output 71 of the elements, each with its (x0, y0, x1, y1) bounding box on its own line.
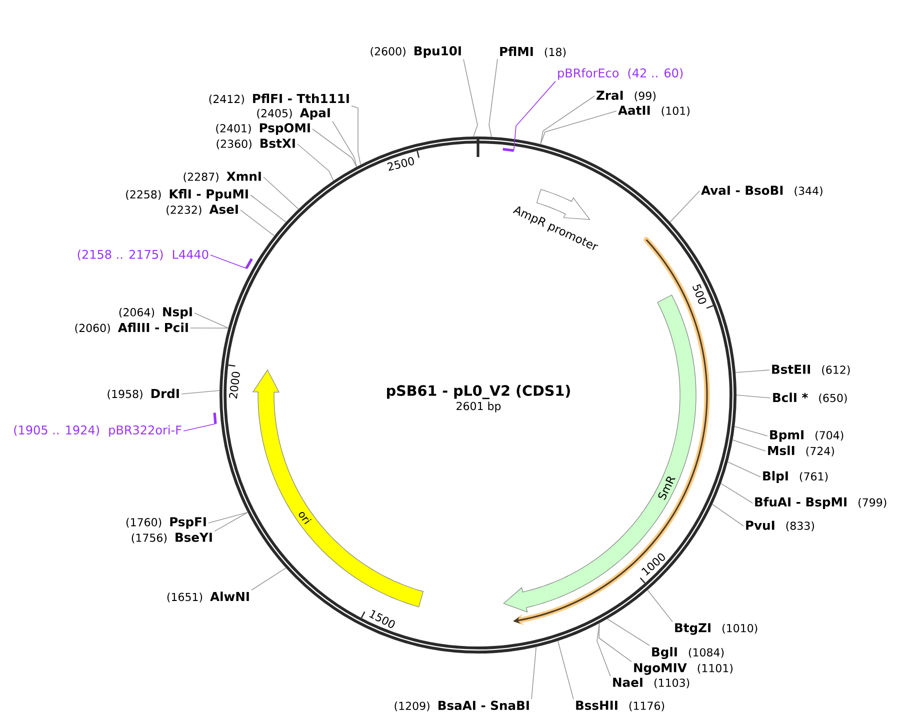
leader-line (181, 390, 220, 394)
leader-line (513, 80, 556, 151)
enzyme-site-label: BglI (1084) (652, 647, 724, 659)
enzyme-site-label: BfuAI - BspMI (799) (755, 497, 886, 509)
leader-line (463, 58, 478, 137)
enzyme-site-label: ZraI (99) (596, 90, 656, 102)
enzyme-site-label: NaeI (1103) (613, 678, 690, 688)
enzyme-site-label: (2401) PspOMI (216, 123, 310, 135)
enzyme-site-label: (2060) AflIII - PciI (75, 322, 188, 334)
enzyme-site-label: (2064) NspI (119, 307, 192, 319)
enzyme-site-label: NgoMIV (1101) (634, 663, 732, 675)
leader-line (735, 370, 770, 373)
leader-line (720, 483, 753, 504)
enzyme-site-label: (2405) ApaI (257, 108, 330, 120)
leader-line (194, 312, 229, 328)
enzyme-site-label: (2258) KflI - PpuMI (126, 189, 248, 201)
enzyme-site-label: PflMI (18) (500, 46, 566, 58)
enzyme-site-label: (1958) DrdI (108, 388, 179, 400)
enzyme-site-label: AvaI - BsoBI (344) (701, 186, 822, 196)
enzyme-site-label: (1760) PspFI (126, 517, 206, 529)
primer-label: pBRforEco (42 .. 60) (558, 68, 683, 80)
enzyme-site-label: AatII (101) (618, 106, 690, 116)
leader-line (332, 120, 358, 168)
enzyme-site-label: BclI * (650) (773, 392, 847, 404)
primer-site-mark (502, 148, 514, 152)
enzyme-site-label: (1209) BsaAI - SnaBI (394, 700, 529, 712)
leader-line (263, 176, 299, 210)
primer-label: (1905 .. 1924) pBR322ori-F (14, 425, 182, 437)
leader-line (647, 590, 673, 622)
leader-line (240, 210, 275, 236)
enzyme-site-label: BlpI (761) (763, 471, 828, 483)
enzyme-site-label: MslI (724) (768, 446, 834, 456)
leader-line (596, 622, 611, 677)
leader-line (297, 144, 334, 182)
enzyme-site-label: (2232) AseI (166, 204, 238, 216)
enzyme-site-label: (2287) XmnI (184, 172, 261, 182)
leader-line (712, 504, 744, 526)
primer-site-mark (213, 412, 217, 424)
tick-label: 2000 (229, 372, 240, 399)
leader-line (208, 512, 248, 524)
primer-site-mark (245, 258, 253, 269)
leader-line (250, 194, 286, 222)
leader-line (312, 128, 358, 168)
enzyme-site-label: (2360) BstXI (216, 138, 295, 150)
leader-line (214, 512, 248, 532)
enzyme-site-label: (2600) Bpu10I (370, 46, 461, 58)
enzyme-site-label: BstEII (612) (772, 364, 850, 376)
leader-line (606, 618, 650, 646)
enzyme-site-label: PvuI (833) (746, 520, 814, 532)
enzyme-site-label: (1651) AlwNI (167, 592, 249, 602)
leader-line (540, 110, 617, 145)
enzyme-site-label: BpmI (704) (770, 430, 844, 442)
leader-line (736, 394, 771, 398)
enzyme-site-label: BtgZI (1010) (675, 623, 758, 635)
leader-line (540, 96, 595, 145)
leader-line (210, 254, 247, 269)
leader-line (488, 58, 498, 138)
enzyme-site-label: BssHII (1176) (576, 700, 664, 712)
leader-line (727, 462, 761, 478)
leader-line (557, 640, 574, 700)
leader-line (734, 426, 768, 436)
leader-line (531, 646, 537, 700)
leader-line (732, 440, 766, 452)
leader-line (251, 568, 286, 590)
leader-line (351, 106, 362, 166)
primer-label: (2158 .. 2175) L4440 (78, 250, 208, 260)
leader-line (670, 190, 700, 222)
length-label: 2601 bp (456, 402, 501, 412)
enzyme-site-label: (1756) BseYI (132, 532, 212, 544)
tick-label: 2500 (387, 157, 414, 171)
enzyme-site-label: (2412) PflFI - Tth111I (209, 94, 349, 104)
